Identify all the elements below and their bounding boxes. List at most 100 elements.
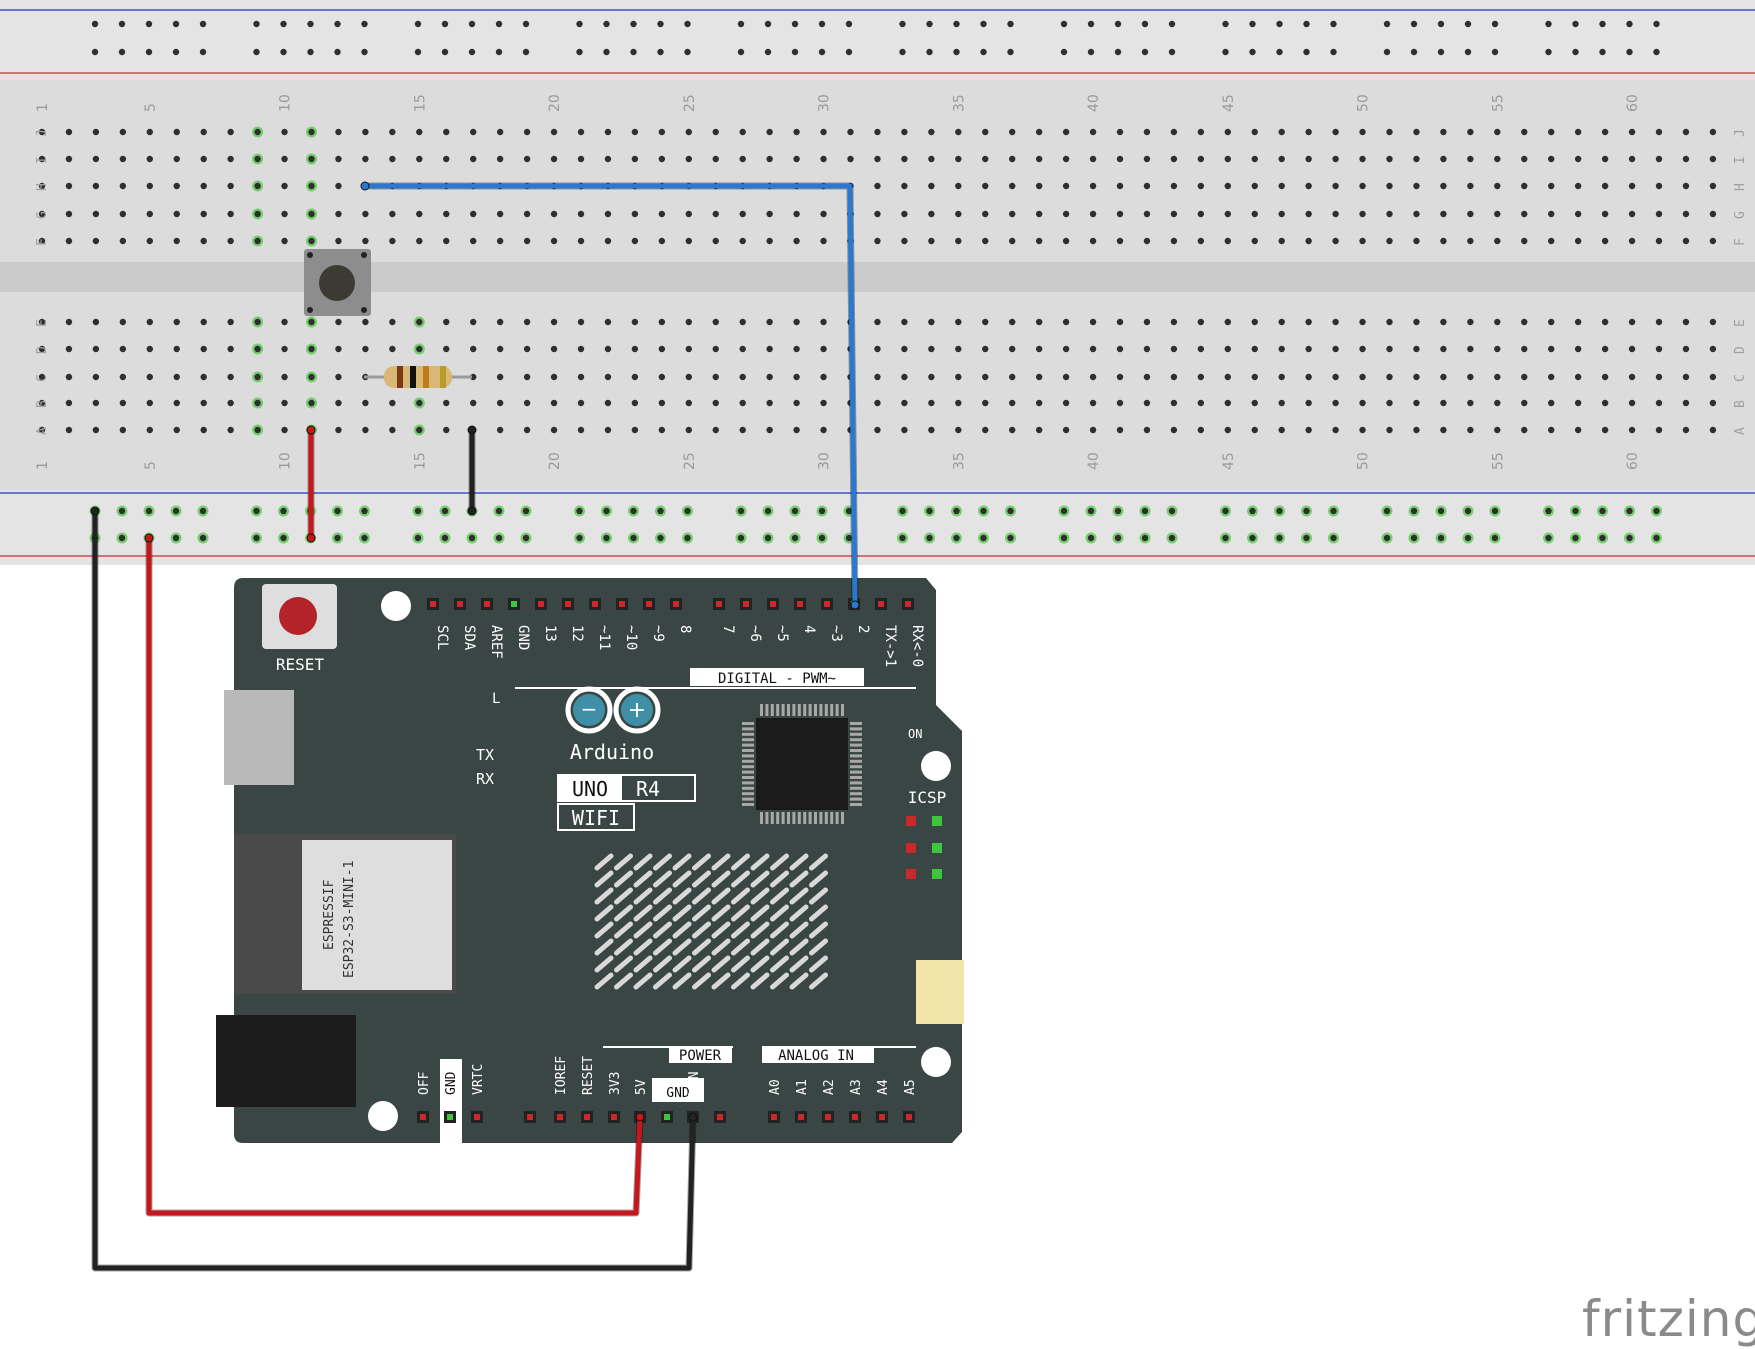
breadboard-hole xyxy=(335,373,342,381)
breadboard-hole xyxy=(1494,399,1501,407)
column-number-bottom: 1 xyxy=(35,461,51,470)
breadboard-hole xyxy=(92,182,100,190)
breadboard-hole xyxy=(820,399,827,407)
breadboard-hole xyxy=(1197,155,1205,163)
header-pin-contact xyxy=(798,1114,804,1120)
breadboard-hole xyxy=(523,210,531,218)
breadboard-hole xyxy=(1062,210,1070,218)
rail-hole xyxy=(791,507,799,515)
breadboard-hole xyxy=(65,155,73,163)
resistor-band xyxy=(423,366,429,388)
rail-hole xyxy=(1060,20,1068,28)
breadboard-hole xyxy=(308,237,315,245)
rail-hole xyxy=(657,507,664,515)
breadboard-hole xyxy=(874,318,881,326)
breadboard-hole xyxy=(658,155,666,163)
breadboard-hole xyxy=(631,210,639,218)
rail-hole xyxy=(1276,48,1283,56)
rail-hole xyxy=(172,20,180,28)
breadboard-hole xyxy=(550,373,558,381)
breadboard-hole xyxy=(1035,237,1043,245)
breadboard-hole xyxy=(604,318,612,326)
breadboard-hole xyxy=(658,128,666,136)
breadboard-hole xyxy=(1009,373,1016,381)
breadboard-hole xyxy=(1278,345,1285,353)
pin-label: IOREF xyxy=(554,1056,569,1095)
breadboard-hole xyxy=(1682,426,1690,434)
breadboard-hole xyxy=(1062,237,1070,245)
rail-hole xyxy=(1383,20,1391,28)
pin-label: VIN xyxy=(687,1072,702,1095)
rail-hole xyxy=(1653,507,1660,515)
led-matrix-led xyxy=(809,938,828,956)
breadboard-hole xyxy=(119,210,127,218)
breadboard-hole xyxy=(1386,210,1393,218)
mcu-pin xyxy=(814,704,817,716)
breadboard-hole xyxy=(1548,373,1555,381)
breadboard-hole xyxy=(1116,210,1124,218)
breadboard-hole xyxy=(38,182,46,190)
rail-hole xyxy=(1249,20,1256,28)
breadboard-hole xyxy=(847,155,854,163)
rail-hole xyxy=(1464,507,1472,515)
header-pin-contact xyxy=(592,601,598,607)
rail-hole xyxy=(1545,20,1552,28)
breadboard-hole xyxy=(38,128,46,136)
breadboard-hole xyxy=(1494,128,1501,136)
breadboard-hole xyxy=(65,373,73,381)
led-matrix-led xyxy=(770,938,789,956)
breadboard-hole xyxy=(1359,373,1366,381)
breadboard-hole xyxy=(470,345,477,353)
breadboard-hole xyxy=(173,182,180,190)
breadboard-hole xyxy=(928,155,935,163)
wire-black-breadboard-end xyxy=(467,506,477,516)
breadboard-hole xyxy=(1628,399,1636,407)
digital-title: DIGITAL - PWM~ xyxy=(718,671,836,687)
header-pin-contact xyxy=(420,1114,426,1120)
breadboard-hole xyxy=(1197,426,1205,434)
led-matrix-led xyxy=(770,870,789,888)
led-matrix-led xyxy=(711,972,731,990)
mcu-pin xyxy=(781,704,785,716)
breadboard-hole xyxy=(1494,210,1501,218)
pin-label: 5V xyxy=(634,1079,649,1095)
breadboard-hole xyxy=(712,128,719,136)
breadboard-hole xyxy=(1628,345,1636,353)
breadboard-hole xyxy=(901,182,908,190)
rail-hole xyxy=(1410,20,1418,28)
rail-hole xyxy=(953,534,960,542)
breadboard-hole xyxy=(739,373,746,381)
pin-label: VRTC xyxy=(471,1064,486,1095)
breadboard-hole xyxy=(1682,318,1690,326)
breadboard-hole xyxy=(631,155,639,163)
led-matrix-led xyxy=(692,904,711,922)
led-matrix-led xyxy=(594,887,614,905)
rail-hole xyxy=(1383,534,1391,542)
rail-hole xyxy=(91,48,99,56)
icsp-pin xyxy=(906,869,916,879)
rail-hole xyxy=(1383,48,1391,56)
rail-hole xyxy=(468,534,476,542)
led-matrix-led xyxy=(653,938,672,956)
breadboard-hole xyxy=(685,345,692,353)
breadboard-hole xyxy=(739,345,746,353)
breadboard-hole xyxy=(1305,155,1312,163)
breadboard-hole xyxy=(1170,210,1178,218)
rail-hole xyxy=(1410,534,1418,542)
breadboard-hole xyxy=(1494,345,1501,353)
header-pin-contact xyxy=(797,601,803,607)
breadboard-hole xyxy=(658,426,666,434)
breadboard-hole xyxy=(1305,128,1312,136)
wire-red-breadboard-end xyxy=(306,425,316,435)
minus-icon: − xyxy=(581,697,598,721)
breadboard-hole xyxy=(1224,182,1232,190)
mcu-pin xyxy=(797,704,801,716)
breadboard-hole xyxy=(227,182,234,190)
rail-hole xyxy=(1114,534,1122,542)
breadboard-hole xyxy=(1332,128,1339,136)
led-matrix-led xyxy=(809,853,828,871)
pin-label: 8 xyxy=(677,625,693,633)
breadboard-hole xyxy=(577,155,585,163)
rail-hole xyxy=(764,20,772,28)
led-matrix-led xyxy=(653,904,672,922)
